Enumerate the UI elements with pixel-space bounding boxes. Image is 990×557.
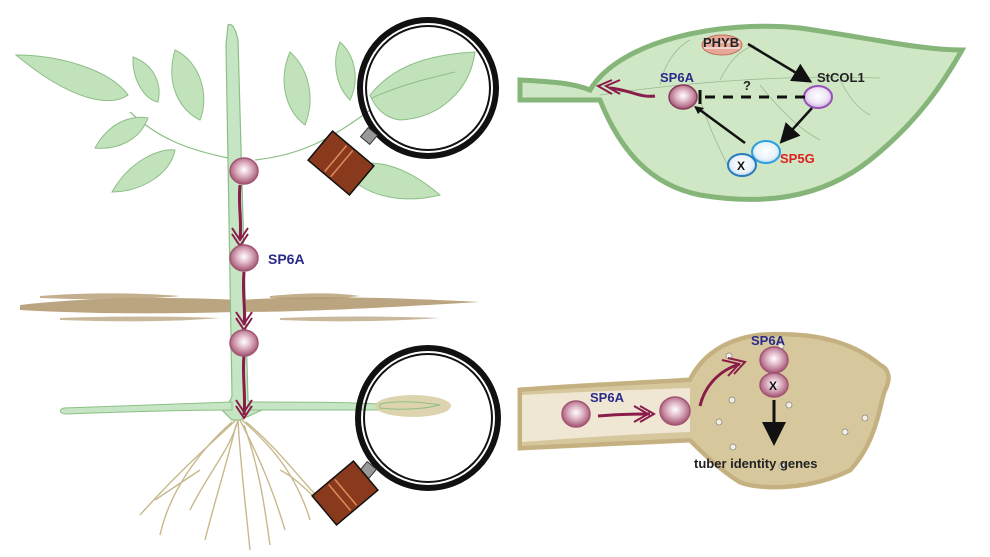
tuber-signaling-panel: SP6A X SP6A tuber identity genes: [517, 331, 891, 490]
sp6a-protein-stem-2: [229, 244, 259, 272]
stolon-sp6a-protein-2: [659, 396, 691, 426]
phyb-label: PHYB: [703, 35, 739, 50]
stolon-sp6a-label: SP6A: [590, 390, 625, 405]
stem-arrow-2: [241, 271, 247, 326]
x-protein-tuber: [759, 372, 789, 398]
tuber-sp6a-label: SP6A: [751, 333, 786, 348]
x-label-leaf: X: [737, 159, 745, 173]
sp5g-label: SP5G: [780, 151, 815, 166]
tuber-entry-arrow: [698, 362, 741, 407]
sp5g-protein: [751, 140, 781, 164]
tuber-sp6a-protein: [759, 346, 789, 374]
leaf-sp6a-label: SP6A: [660, 70, 695, 85]
stem-arrow-3: [241, 355, 247, 416]
roots: [139, 419, 341, 551]
tuber-identity-genes-label: tuber identity genes: [694, 456, 818, 471]
tuber-granules: [715, 342, 869, 470]
left-compound-leaf: [14, 49, 229, 193]
unknown-link-label: ?: [743, 78, 751, 93]
soil-layer: [20, 293, 480, 322]
stolon-left: [59, 401, 233, 415]
stcol1-protein: [803, 85, 833, 109]
phyb-protein: [701, 34, 743, 56]
stolon-magnifier-icon: [311, 345, 501, 526]
sp6a-protein-stem-3: [229, 329, 259, 357]
whole-plant: SP6A: [14, 17, 501, 551]
leaf-signaling-panel: PHYB StCOL1 SP6A ? X SP5G: [517, 23, 967, 202]
stem-sp6a-flow: SP6A: [229, 157, 305, 420]
phyb-to-stcol1-arrow: [747, 42, 813, 83]
stolon-tip-tuber: [375, 395, 451, 417]
stem-arrow-1: [237, 184, 243, 241]
x-label-tuber: X: [769, 379, 777, 393]
stcol1-label: StCOL1: [817, 70, 865, 85]
leaf-outline: [517, 23, 967, 202]
leaf-export-arrow: [609, 86, 656, 98]
stem-sp6a-label: SP6A: [268, 251, 305, 267]
leaf-magnifier-icon: [307, 17, 499, 196]
stolon-sp6a-protein-1: [561, 400, 591, 428]
leaf-sp6a-protein: [668, 84, 698, 110]
sp5g-x-to-sp6a-arrow: [699, 108, 746, 145]
x-protein-leaf: [727, 153, 757, 177]
stcol1-to-sp5g-arrow: [779, 107, 813, 144]
sp6a-protein-stem-1: [229, 157, 259, 185]
